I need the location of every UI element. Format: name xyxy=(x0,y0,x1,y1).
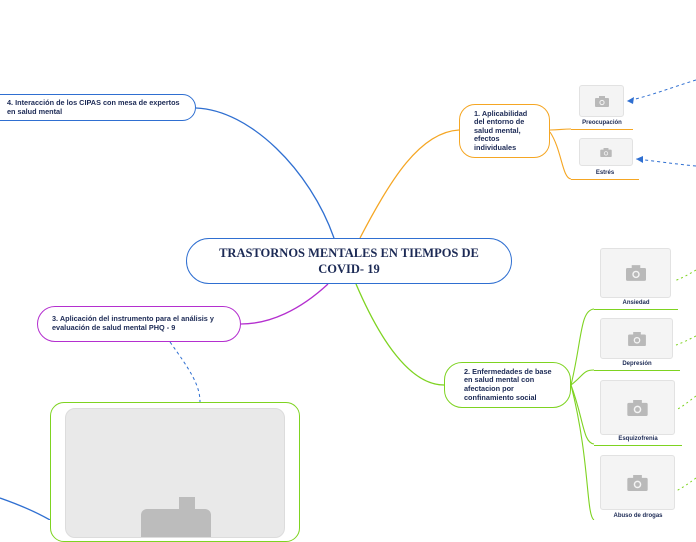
edge-topic2-abuso xyxy=(570,384,595,520)
central-topic[interactable]: TRASTORNOS MENTALES EN TIEMPOS DE COVID-… xyxy=(186,238,512,284)
relation-abuso xyxy=(675,477,696,492)
camera-icon xyxy=(600,147,612,157)
subtopic-depresion-image[interactable] xyxy=(600,318,673,359)
relation-estres xyxy=(635,158,696,167)
image-placeholder xyxy=(65,408,285,538)
arrowhead-preocupacion xyxy=(627,97,634,104)
subtopic-underline xyxy=(571,129,633,130)
topic-3-phq9[interactable]: 3. Aplicación del instrumento para el an… xyxy=(37,306,241,342)
arrowhead-estres xyxy=(636,156,643,163)
connector-layer xyxy=(0,79,696,520)
subtopic-esquizofrenia-image[interactable] xyxy=(600,380,675,435)
edge-offcanvas-blue xyxy=(0,497,51,520)
topic-label: 4. Interacción de los CIPAS con mesa de … xyxy=(7,97,180,116)
relation-esquizofrenia xyxy=(675,395,696,411)
subtopic-abuso-label: Abuso de drogas xyxy=(613,513,663,519)
subtopic-preocupacion-label: Preocupación xyxy=(582,120,622,126)
subtopic-underline xyxy=(594,370,680,371)
camera-icon xyxy=(627,399,648,416)
topic-label: 2. Enfermedades de base en salud mental … xyxy=(464,366,552,402)
subtopic-esquizofrenia-label: Esquizofrenia xyxy=(618,436,658,442)
topic-4-cipas[interactable]: 4. Interacción de los CIPAS con mesa de … xyxy=(0,94,196,121)
edge-central-topic3 xyxy=(240,283,329,325)
subtopic-estres-label: Estrés xyxy=(595,170,615,176)
edge-topic2-depresion xyxy=(570,369,595,386)
edge-topic2-esquizofrenia xyxy=(570,384,595,445)
subtopic-underline xyxy=(594,445,682,446)
edge-central-topic2 xyxy=(355,283,445,386)
subtopic-ansiedad-image[interactable] xyxy=(600,248,671,298)
edge-topic2-ansiedad xyxy=(570,308,595,386)
central-topic-title: TRASTORNOS MENTALES EN TIEMPOS DE COVID-… xyxy=(219,246,479,276)
edge-topic1-estres xyxy=(549,131,572,180)
subtopic-ansiedad-label: Ansiedad xyxy=(622,300,650,306)
relation-depresion xyxy=(675,335,696,346)
topic-label: 1. Aplicabilidad del entorno de salud me… xyxy=(474,108,528,152)
edge-central-topic1 xyxy=(359,129,460,239)
subtopic-estres-image[interactable] xyxy=(579,138,633,166)
edge-topic1-preocupacion xyxy=(549,128,572,131)
camera-icon xyxy=(625,265,646,281)
subtopic-preocupacion-image[interactable] xyxy=(579,85,624,117)
subtopic-underline xyxy=(594,309,678,310)
topic-2-enfermedades[interactable]: 2. Enfermedades de base en salud mental … xyxy=(444,362,571,408)
relation-ansiedad xyxy=(673,269,696,282)
relation-preocupacion xyxy=(626,79,696,102)
topic-label: 3. Aplicación del instrumento para el an… xyxy=(52,314,214,332)
edge-topic3-image xyxy=(169,341,201,403)
camera-icon xyxy=(627,474,648,491)
camera-icon xyxy=(627,331,646,346)
subtopic-abuso-image[interactable] xyxy=(600,455,675,510)
subtopic-depresion-label: Depresión xyxy=(622,361,652,367)
topic-1-aplicabilidad[interactable]: 1. Aplicabilidad del entorno de salud me… xyxy=(459,104,550,158)
edge-central-topic4 xyxy=(195,107,335,239)
camera-icon xyxy=(141,497,211,537)
camera-icon xyxy=(594,95,609,107)
subtopic-underline xyxy=(571,179,639,180)
